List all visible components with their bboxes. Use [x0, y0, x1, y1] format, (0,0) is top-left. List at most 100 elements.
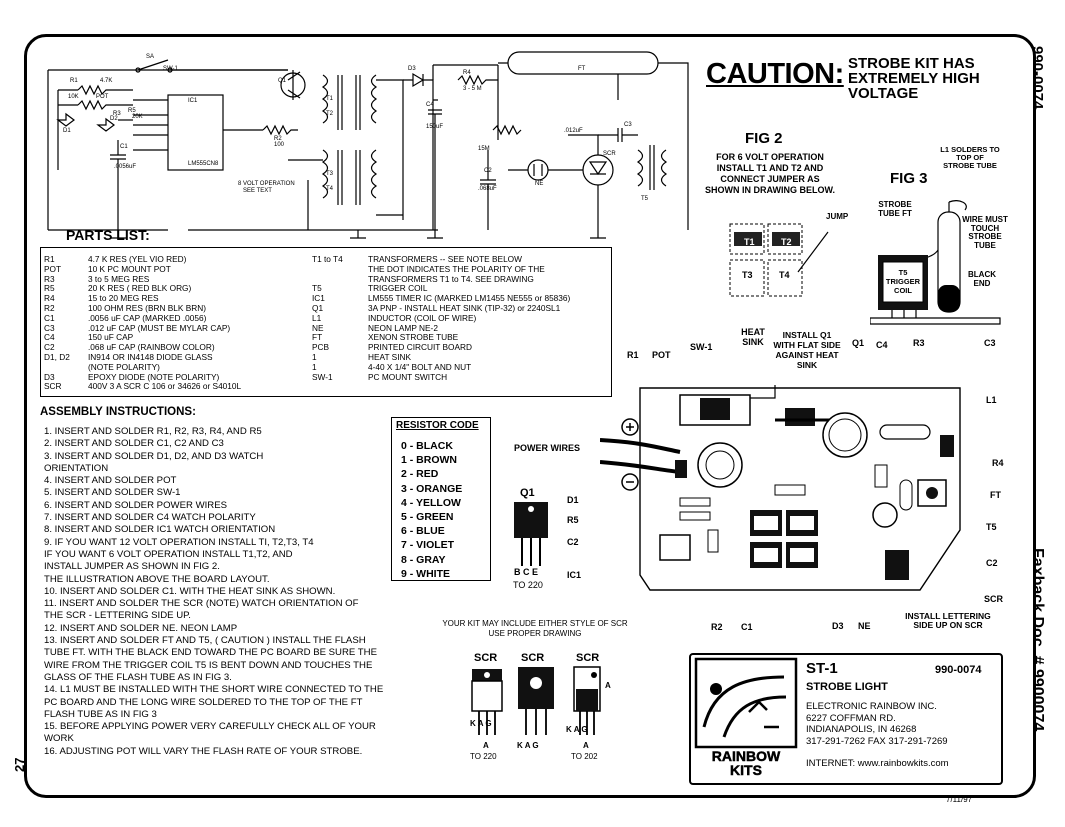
- svg-text:20K: 20K: [132, 114, 143, 120]
- company-address: ELECTRONIC RAINBOW INC. 6227 COFFMAN RD.…: [806, 701, 948, 747]
- board-label-heat-sink: HEAT SINK: [741, 327, 765, 347]
- board-label-scr: SCR: [984, 594, 1004, 604]
- svg-text:SW-1: SW-1: [163, 66, 179, 72]
- board-label-c2-right: C2: [986, 558, 998, 568]
- scr3-pins: K A G: [566, 725, 588, 734]
- svg-text:15M: 15M: [478, 146, 490, 152]
- title-block: [689, 653, 1003, 785]
- board-layout: [600, 385, 961, 591]
- board-label-ft: FT: [990, 490, 1001, 500]
- part-ref: 1: [312, 351, 317, 362]
- svg-text:D2: D2: [110, 116, 118, 122]
- part-ref: PCB: [312, 342, 330, 353]
- svg-text:R4: R4: [463, 70, 471, 76]
- page-number: 27: [12, 757, 27, 772]
- assembly-step: 10. INSERT AND SOLDER C1. WITH THE HEAT …: [44, 585, 336, 597]
- part-description: 3A PNP - INSTALL HEAT SINK (TIP-32) or 2…: [368, 302, 561, 313]
- part-description: LM555 TIMER IC (MARKED LM1455 NE555 or 8…: [368, 293, 571, 304]
- assembly-instructions: 1. INSERT AND SOLDER R1, R2, R3, R4, AND…: [44, 426, 424, 758]
- resistor-code-item: 9 - WHITE: [401, 567, 450, 580]
- part-description: XENON STROBE TUBE: [368, 332, 459, 343]
- part-description: 4-40 X 1/4" BOLT AND NUT: [368, 361, 472, 372]
- svg-text:150uF: 150uF: [426, 124, 443, 130]
- svg-text:POT: POT: [96, 94, 109, 100]
- part-ref: C2: [44, 342, 55, 353]
- resistor-code-item: 7 - VIOLET: [401, 539, 455, 552]
- assembly-step: INSTALL JUMPER AS SHOWN IN FIG 2.: [44, 561, 220, 573]
- assembly-step: 3. INSERT AND SOLDER D1, D2, AND D3 WATC…: [44, 450, 264, 462]
- faxback-vertical: Faxback Doc. # 9900074: [1029, 548, 1046, 732]
- svg-text:8 VOLT OPERATION: 8 VOLT OPERATION: [238, 181, 295, 187]
- parts-row: 1 HEAT SINK: [312, 351, 570, 363]
- part-ref: SW-1: [312, 371, 333, 382]
- resistor-code-item: 4 - YELLOW: [401, 496, 461, 509]
- scr-style-note: YOUR KIT MAY INCLUDE EITHER STYLE OF SCR…: [442, 619, 628, 638]
- board-label-r3: R3: [913, 338, 925, 348]
- fig2-jump-label: JUMP: [826, 212, 849, 221]
- part-ref: D3: [44, 371, 55, 382]
- part-description: INDUCTOR (COIL OF WIRE): [368, 312, 477, 323]
- part-ref: T1 to T4: [312, 254, 343, 264]
- svg-text:R1: R1: [70, 78, 78, 84]
- svg-text:10K: 10K: [68, 94, 79, 100]
- part-ref: C4: [44, 332, 55, 343]
- scr-label-1: SCR: [474, 652, 498, 664]
- resistor-code-box: [391, 417, 491, 581]
- scr1-pins: K A G: [470, 719, 492, 728]
- parts-list-box: [40, 247, 612, 397]
- svg-text:T4: T4: [326, 186, 334, 192]
- part-description: 150 uF CAP: [88, 332, 134, 343]
- company-website: INTERNET: www.rainbowkits.com: [806, 758, 949, 769]
- company-name: ELECTRONIC RAINBOW INC.: [806, 701, 937, 712]
- part-ref: R4: [44, 293, 55, 304]
- svg-text:100: 100: [274, 142, 285, 148]
- board-label-c1: C1: [741, 622, 753, 632]
- svg-text:3 - 5 M: 3 - 5 M: [463, 86, 482, 92]
- svg-text:T3: T3: [326, 171, 334, 177]
- resistor-code-item: 3 - ORANGE: [401, 482, 463, 495]
- assembly-step: ORIENTATION: [44, 462, 109, 474]
- board-t1: T1: [759, 520, 770, 530]
- assembly-step: 4. INSERT AND SOLDER POT: [44, 475, 177, 487]
- part-description: 15 to 20 MEG RES: [88, 293, 159, 304]
- fig2-title: FIG 2: [745, 130, 783, 147]
- svg-text:D1: D1: [63, 128, 71, 134]
- assembly-step: 15. BEFORE APPLYING POWER VERY CAREFULLY…: [44, 721, 376, 733]
- svg-text:NE: NE: [535, 181, 543, 187]
- assembly-step: WORK: [44, 733, 74, 745]
- svg-text:.012uF: .012uF: [564, 128, 583, 134]
- board-label-d1: D1: [567, 495, 579, 505]
- fig3-black-end: BLACK END: [968, 270, 996, 288]
- model-name: ST-1: [806, 660, 838, 677]
- board-label-c4: C4: [876, 340, 888, 350]
- svg-text:R5: R5: [128, 108, 136, 114]
- svg-text:LM555CN8: LM555CN8: [188, 161, 219, 167]
- part-description: TRANSFORMERS -- SEE NOTE BELOW: [368, 254, 522, 264]
- assembly-step: 12. INSERT AND SOLDER NE. NEON LAMP: [44, 622, 238, 634]
- board-t3: T3: [759, 552, 770, 562]
- assembly-step: 11. INSERT AND SOLDER THE SCR (NOTE) WAT…: [44, 598, 359, 610]
- caution-text: STROBE KIT HAS EXTREMELY HIGH VOLTAGE: [848, 55, 980, 102]
- board-t4: T4: [795, 552, 806, 562]
- board-label-ic1: IC1: [567, 570, 582, 580]
- svg-text:SEE TEXT: SEE TEXT: [243, 188, 272, 194]
- board-t2: T2: [795, 520, 806, 530]
- part-description: .012 uF CAP (MUST BE MYLAR CAP): [88, 322, 231, 333]
- board-label-sw1: SW-1: [690, 342, 713, 352]
- model-number: 990-0074: [935, 664, 982, 676]
- svg-text:SCR: SCR: [603, 151, 616, 157]
- board-label-c2: C2: [567, 537, 579, 547]
- assembly-step: 16. ADJUSTING POT WILL VARY THE FLASH RA…: [44, 745, 363, 757]
- part-description: HEAT SINK: [368, 351, 412, 362]
- parts-row: R4 15 to 20 MEG RES: [44, 293, 241, 304]
- scr-label-2: SCR: [521, 652, 545, 664]
